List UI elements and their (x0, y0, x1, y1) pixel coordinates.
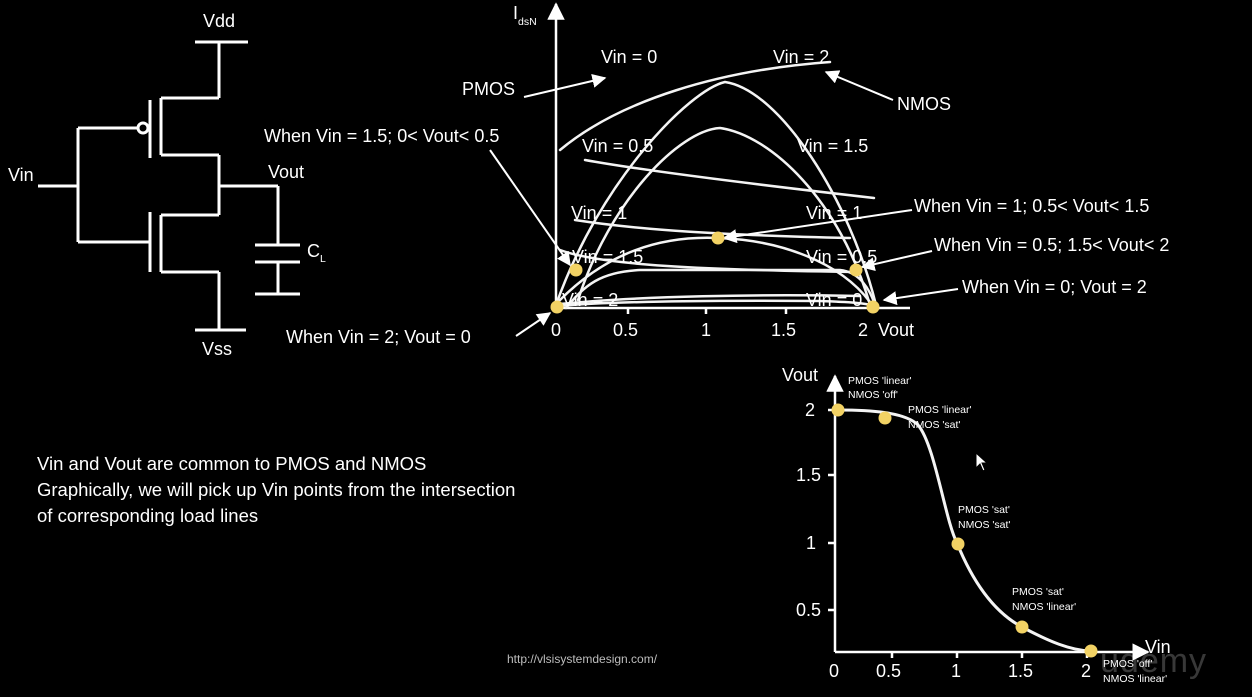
region-3-line1: PMOS 'sat' (958, 504, 1010, 516)
vtc-y-tick-15: 1.5 (796, 465, 821, 485)
vtc-point-2 (1084, 644, 1098, 658)
cmos-inverter-circuit (38, 40, 300, 332)
op-point-vin05 (849, 263, 863, 277)
nmos-vin2-curve (558, 60, 832, 152)
x-tick-0: 0 (551, 320, 561, 340)
nmos-vin1-curve (573, 218, 852, 240)
pmos-vin0-curve (554, 80, 878, 307)
region-2-line2: NMOS 'sat' (908, 419, 960, 431)
pmos-vin05-curve (583, 158, 876, 200)
region-4-line1: PMOS 'sat' (1012, 586, 1064, 598)
vout-label: Vout (268, 162, 304, 182)
x-axis-vout-label: Vout (878, 320, 914, 340)
operating-points (550, 231, 880, 314)
annotation-vin15: When Vin = 1.5; 0< Vout< 0.5 (264, 126, 499, 146)
region-2-line1: PMOS 'linear' (908, 404, 972, 416)
note-line-3: of corresponding load lines (37, 505, 259, 526)
annotation-vin0: When Vin = 0; Vout = 2 (962, 277, 1147, 297)
vtc-x-tick-05: 0.5 (876, 661, 901, 681)
vtc-x-axis-label: Vin (1145, 637, 1171, 657)
op-point-vin1 (711, 231, 725, 245)
region-1-line1: PMOS 'linear' (848, 375, 912, 387)
annotation-vin1: When Vin = 1; 0.5< Vout< 1.5 (914, 196, 1149, 216)
load-line-axes (547, 2, 910, 314)
vtc-x-tick-0: 0 (829, 661, 839, 681)
curve-label-nmos-vin2: Vin = 2 (773, 47, 829, 67)
region-1-line2: NMOS 'off' (848, 389, 898, 401)
ids-axis-label: IdsN (513, 3, 537, 28)
annotation-vin05: When Vin = 0.5; 1.5< Vout< 2 (934, 235, 1169, 255)
vtc-region-labels: PMOS 'linear' NMOS 'off' PMOS 'linear' N… (848, 375, 1167, 685)
curve-label-pmos-vin05: Vin = 0.5 (582, 136, 653, 156)
vtc-y-tick-05: 0.5 (796, 600, 821, 620)
nmos-vin05-curve (558, 248, 862, 274)
curve-label-pmos-vin2: Vin = 2 (562, 290, 618, 310)
annotation-arrows (489, 70, 959, 337)
udemy-watermark: udemy (1100, 642, 1208, 680)
pmos-vin2-curve (558, 299, 877, 308)
nmos-label: NMOS (897, 94, 951, 114)
vin-label: Vin (8, 165, 34, 185)
pmos-label: PMOS (462, 79, 515, 99)
curve-label-nmos-vin05: Vin = 0.5 (806, 247, 877, 267)
region-3-line2: NMOS 'sat' (958, 519, 1010, 531)
vtc-point-15 (1015, 620, 1029, 634)
nmos-vin15-curve (576, 126, 872, 307)
curve-label-nmos-vin15: Vin = 1.5 (797, 136, 868, 156)
vtc-point-05 (878, 411, 892, 425)
source-url: http://vlsisystemdesign.com/ (507, 652, 658, 666)
mouse-cursor-icon (975, 452, 989, 472)
region-4-line2: NMOS 'linear' (1012, 601, 1076, 613)
region-5-line1: PMOS 'off' (1103, 658, 1152, 670)
explanation-text: Vin and Vout are common to PMOS and NMOS… (37, 451, 515, 529)
vtc-x-tick-2: 2 (1081, 661, 1091, 681)
vdd-label: Vdd (203, 11, 235, 31)
vtc-points (831, 403, 1098, 658)
vss-label: Vss (202, 339, 232, 359)
vtc-x-tick-15: 1.5 (1008, 661, 1033, 681)
op-point-vin2 (550, 300, 564, 314)
x-tick-2: 2 (858, 320, 868, 340)
note-line-2: Graphically, we will pick up Vin points … (37, 479, 516, 500)
vtc-y-tick-1: 1 (806, 533, 816, 553)
annotation-vin2: When Vin = 2; Vout = 0 (286, 327, 471, 347)
cl-label: CL (307, 241, 326, 265)
x-tick-05: 0.5 (613, 320, 638, 340)
vtc-y-axis-label: Vout (782, 365, 818, 385)
op-point-vin0 (866, 300, 880, 314)
x-tick-15: 1.5 (771, 320, 796, 340)
region-5-line2: NMOS 'linear' (1103, 673, 1167, 685)
vtc-point-0 (831, 403, 845, 417)
curve-label-nmos-vin1: Vin = 1 (806, 203, 862, 223)
curve-label-nmos-vin0: Vin = 0 (806, 290, 862, 310)
x-tick-1: 1 (701, 320, 711, 340)
vtc-axes (826, 374, 1150, 661)
curve-label-pmos-vin1: Vin = 1 (571, 203, 627, 223)
pmos-vin15-curve (564, 268, 877, 310)
load-curves (554, 60, 878, 310)
vtc-y-tick-2: 2 (805, 400, 815, 420)
curve-label-pmos-vin0: Vin = 0 (601, 47, 657, 67)
vtc-x-tick-1: 1 (951, 661, 961, 681)
note-line-1: Vin and Vout are common to PMOS and NMOS (37, 453, 427, 474)
op-point-vin15 (569, 263, 583, 277)
vtc-point-1 (951, 537, 965, 551)
curve-label-pmos-vin15: Vin = 1.5 (572, 247, 643, 267)
nmos-vin0-curve (558, 294, 862, 306)
